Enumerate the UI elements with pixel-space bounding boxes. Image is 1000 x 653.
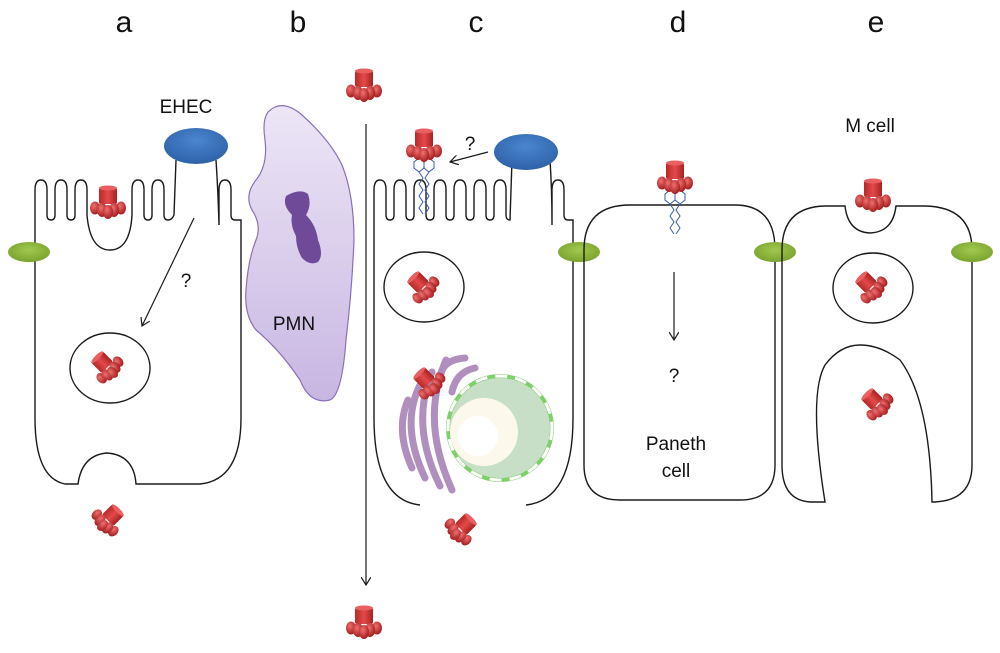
tight-junction-c bbox=[558, 242, 600, 262]
pmn-nucleus bbox=[284, 191, 321, 264]
question-mark-d: ? bbox=[669, 366, 680, 387]
panel-letter-b: b bbox=[290, 6, 307, 39]
toxin-a-apical bbox=[90, 185, 126, 219]
toxin-e-apical bbox=[855, 178, 891, 212]
panel-letter-a: a bbox=[116, 6, 133, 39]
toxin-c-vesicle bbox=[400, 264, 445, 309]
ehec-bacterium-c bbox=[494, 134, 558, 170]
pmn-label: PMN bbox=[273, 314, 315, 335]
toxin-e-vesicle bbox=[848, 264, 893, 309]
toxin-c-receptor-bound bbox=[406, 128, 442, 162]
toxin-a-basolateral bbox=[86, 497, 131, 542]
paneth-label-line1: Paneth bbox=[646, 434, 706, 455]
transcytosis-arrow-a bbox=[142, 217, 195, 326]
panel-letter-e: e bbox=[868, 6, 885, 39]
nucleolus bbox=[458, 416, 498, 456]
panel-c-enterocyte bbox=[373, 159, 574, 506]
toxin-d-receptor-bound bbox=[657, 160, 693, 194]
tight-junction-e bbox=[951, 242, 993, 262]
m-cell bbox=[781, 205, 973, 503]
toxin-a-vesicle bbox=[84, 344, 129, 389]
paneth-label-line2: cell bbox=[662, 461, 691, 482]
panel-letter-c: c bbox=[469, 6, 484, 39]
toxin-b-bottom bbox=[346, 605, 382, 639]
tight-junction-a bbox=[8, 242, 50, 262]
toxin-c-basolateral bbox=[439, 506, 484, 551]
m-cell-vesicle bbox=[832, 252, 914, 324]
paneth-cell bbox=[583, 204, 776, 501]
panel-a-enterocyte bbox=[34, 159, 242, 485]
toxin-b-top bbox=[346, 68, 382, 102]
ehec-label: EHEC bbox=[160, 97, 213, 118]
tight-junction-d bbox=[754, 242, 796, 262]
question-mark-c: ? bbox=[465, 134, 476, 155]
m-cell-label: M cell bbox=[845, 116, 895, 137]
panel-letter-d: d bbox=[670, 6, 687, 39]
question-mark-a: ? bbox=[181, 271, 192, 292]
ehec-to-toxin-arrow-c bbox=[450, 151, 489, 162]
toxin-e-pocket bbox=[854, 381, 899, 426]
ehec-bacterium-a bbox=[164, 128, 228, 164]
gb3-receptor-c bbox=[413, 157, 435, 215]
nuclear-pores bbox=[446, 374, 554, 482]
gb3-receptor-d bbox=[664, 189, 686, 235]
